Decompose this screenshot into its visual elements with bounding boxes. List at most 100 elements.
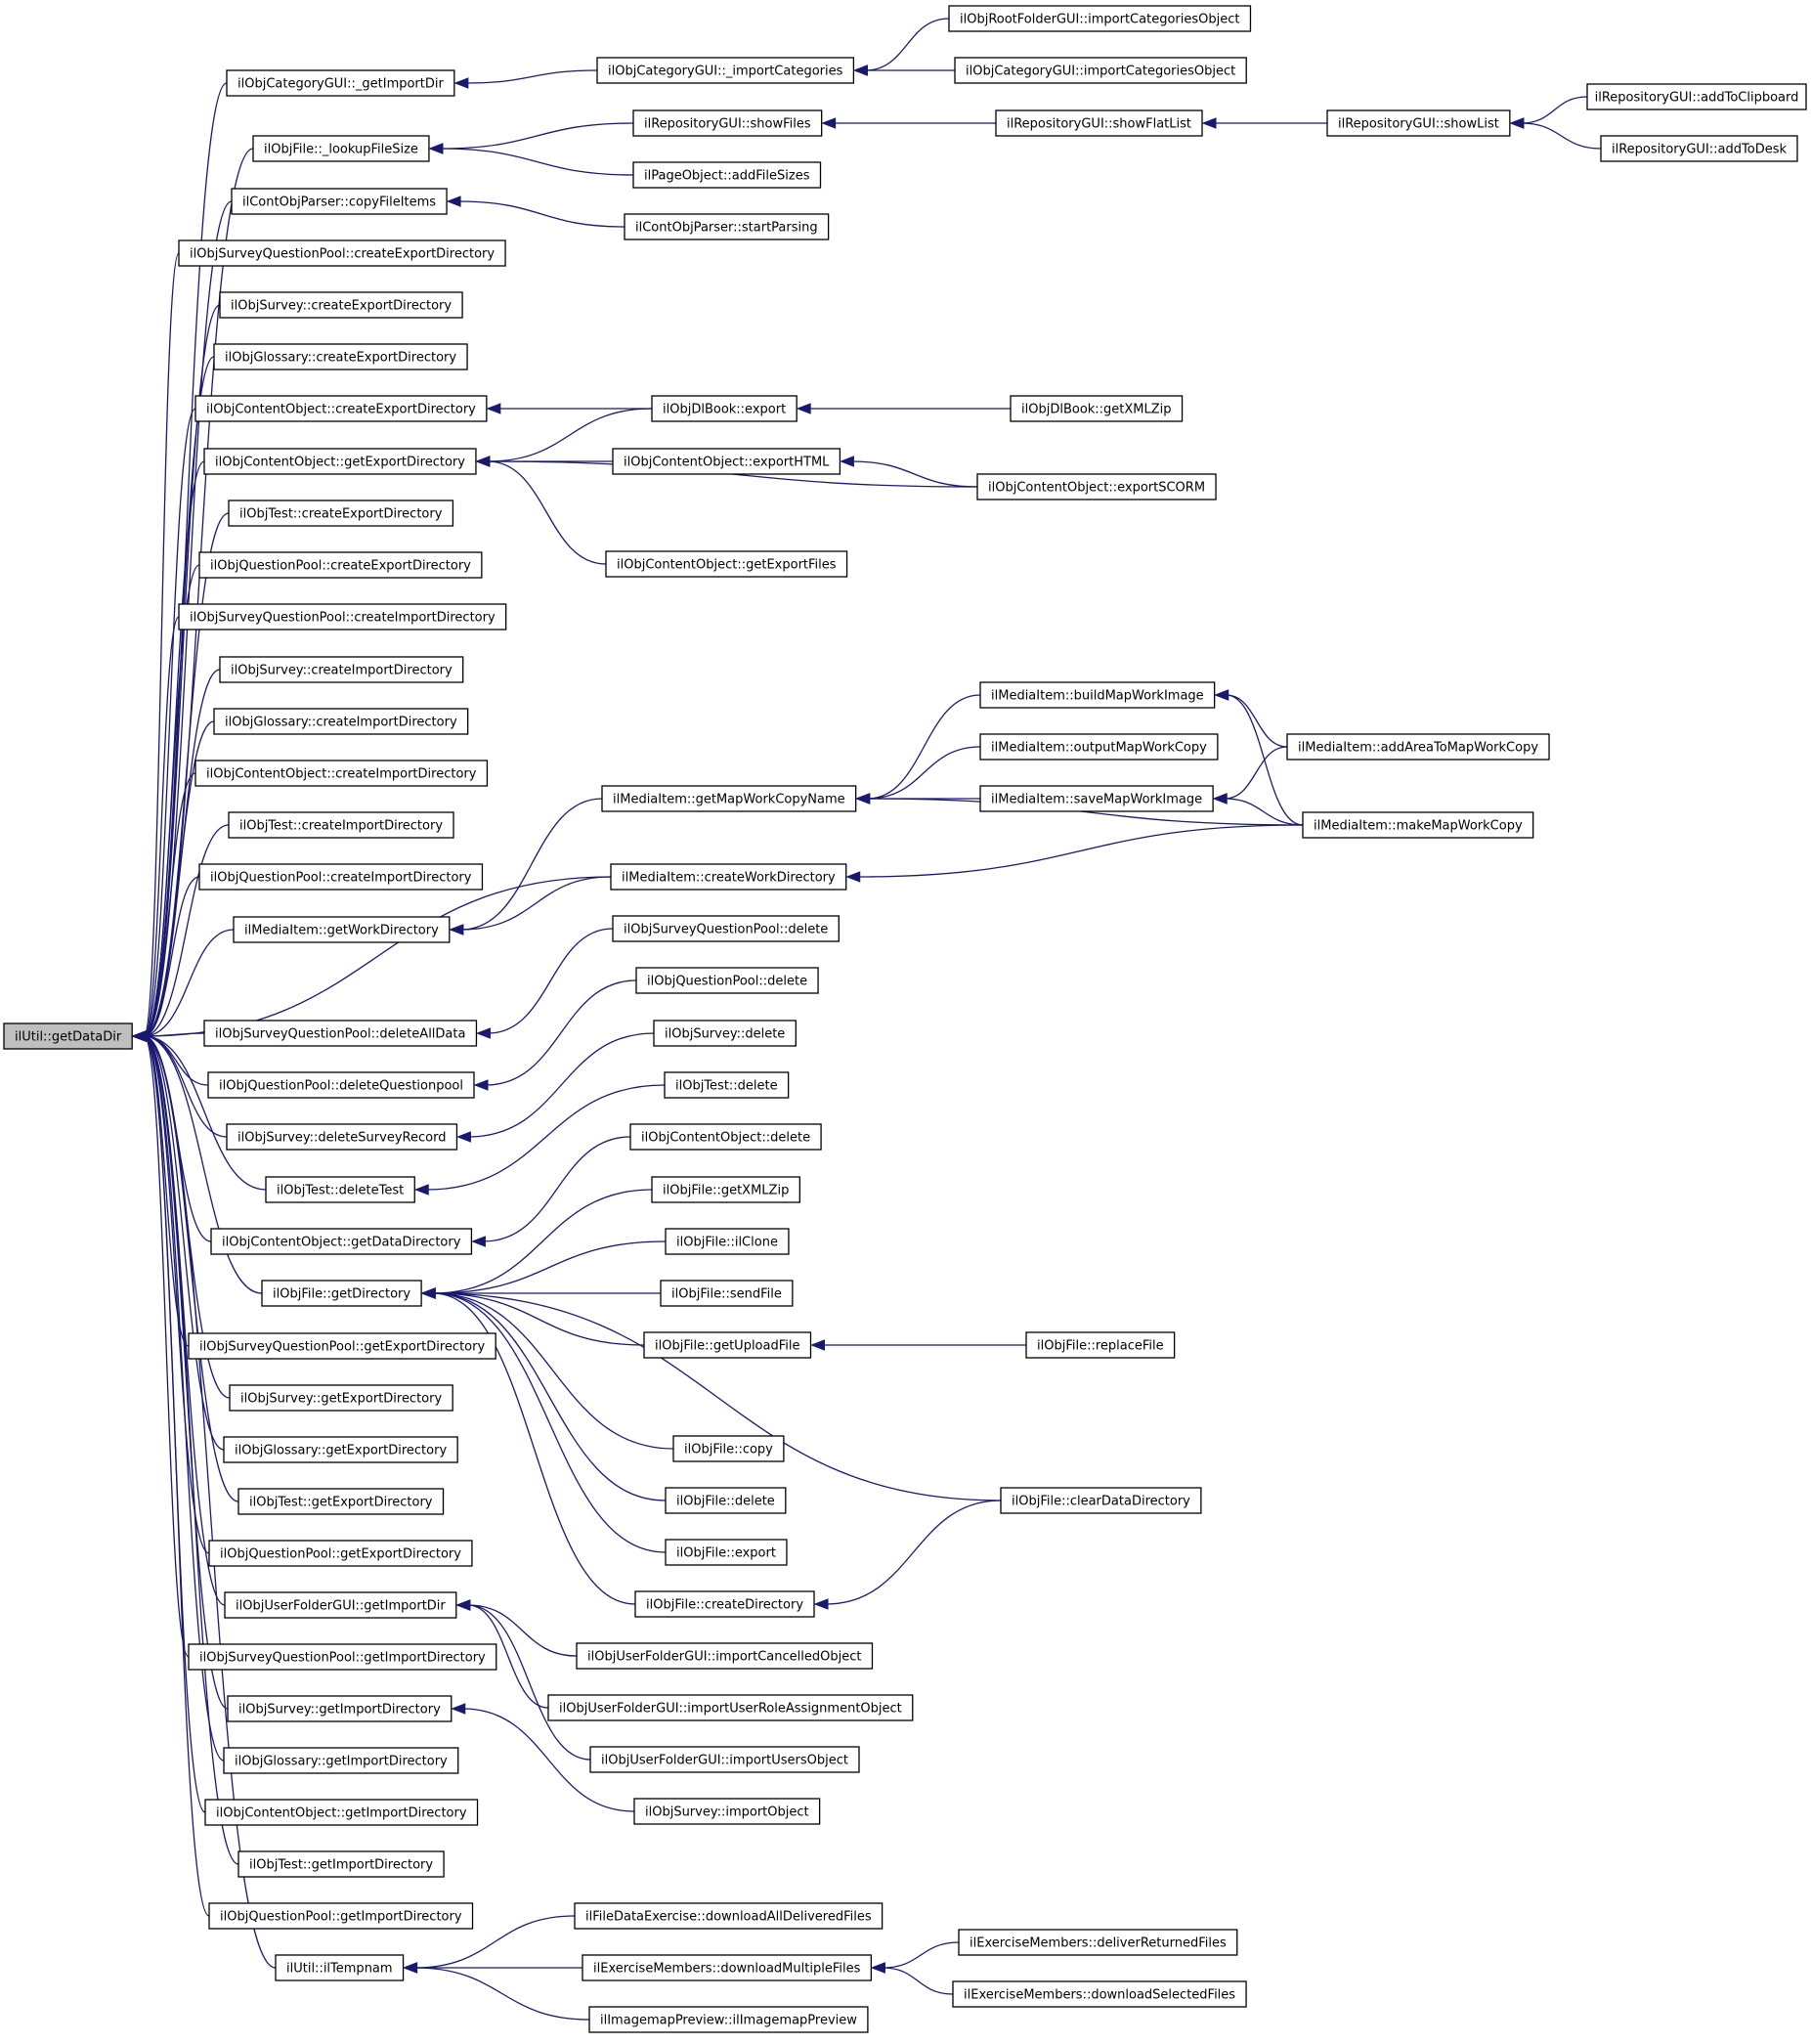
node-survey-create-export[interactable]: ilObjSurvey::createExportDirectory (219, 291, 463, 319)
node-file-il-clone[interactable]: ilObjFile::ilClone (665, 1228, 790, 1255)
node-img-preview[interactable]: ilImagemapPreview::ilImagemapPreview (588, 2006, 869, 2033)
node-repo-add-to-desk[interactable]: ilRepositoryGUI::addToDesk (1600, 135, 1798, 162)
node-label: ilObjContentObject::getDataDirectory (222, 1236, 461, 1250)
node-em-download-selected[interactable]: ilExerciseMembers::downloadSelectedFiles (952, 1980, 1247, 2008)
node-glossary-create-import[interactable]: ilObjGlossary::createImportDirectory (213, 708, 469, 735)
node-test-delete-test[interactable]: ilObjTest::deleteTest (265, 1176, 415, 1203)
node-root-folder-import-cat[interactable]: ilObjRootFolderGUI::importCategoriesObje… (948, 5, 1252, 32)
node-mi-get-map-work-copy-name[interactable]: ilMediaItem::getMapWorkCopyName (601, 785, 857, 812)
node-cat-get-import-dir[interactable]: ilObjCategoryGUI::_getImportDir (226, 69, 455, 97)
node-util-tempnam[interactable]: ilUtil::ilTempnam (275, 1954, 405, 1981)
node-sqp-create-export[interactable]: ilObjSurveyQuestionPool::createExportDir… (178, 239, 506, 267)
node-sqp-create-import[interactable]: ilObjSurveyQuestionPool::createImportDir… (178, 603, 507, 631)
node-label: ilObjContentObject::exportSCORM (988, 481, 1205, 496)
node-root[interactable]: ilUtil::getDataDir (3, 1022, 133, 1050)
node-mi-get-work-dir[interactable]: ilMediaItem::getWorkDirectory (233, 916, 451, 943)
node-repo-show-list[interactable]: ilRepositoryGUI::showList (1326, 109, 1511, 137)
node-test-delete[interactable]: ilObjTest::delete (664, 1071, 790, 1099)
node-file-get-upload-file[interactable]: ilObjFile::getUploadFile (643, 1331, 812, 1359)
node-file-lookup-size[interactable]: ilObjFile::_lookupFileSize (252, 135, 430, 162)
node-co-get-export-dir[interactable]: ilObjContentObject::getExportDirectory (203, 448, 477, 475)
node-file-clear-data-dir[interactable]: ilObjFile::clearDataDirectory (1000, 1487, 1202, 1514)
node-qp-create-import[interactable]: ilObjQuestionPool::createImportDirectory (198, 863, 484, 891)
node-survey-get-export[interactable]: ilObjSurvey::getExportDirectory (229, 1384, 453, 1412)
node-sqp-get-import[interactable]: ilObjSurveyQuestionPool::getImportDirect… (188, 1643, 497, 1671)
node-dlbook-export[interactable]: ilObjDlBook::export (651, 395, 798, 422)
node-file-send-file[interactable]: ilObjFile::sendFile (660, 1280, 794, 1307)
edge-img-preview-to-util-tempnam (403, 1962, 590, 2021)
node-co-delete[interactable]: ilObjContentObject::delete (629, 1123, 822, 1151)
node-repo-show-flat-list[interactable]: ilRepositoryGUI::showFlatList (995, 109, 1203, 137)
node-co-get-export-files[interactable]: ilObjContentObject::getExportFiles (605, 550, 848, 578)
node-label: ilObjFile::export (676, 1546, 776, 1561)
node-cont-start-parsing[interactable]: ilContObjParser::startParsing (624, 213, 830, 240)
node-co-get-data-dir[interactable]: ilObjContentObject::getDataDirectory (210, 1228, 473, 1255)
node-mi-build-map-work-image[interactable]: ilMediaItem::buildMapWorkImage (979, 681, 1216, 709)
node-co-get-import[interactable]: ilObjContentObject::getImportDirectory (204, 1799, 479, 1826)
node-file-get-xmlzip[interactable]: ilObjFile::getXMLZip (651, 1176, 800, 1203)
node-glossary-get-import[interactable]: ilObjGlossary::getImportDirectory (223, 1747, 459, 1774)
node-file-delete[interactable]: ilObjFile::delete (665, 1487, 787, 1514)
node-test-create-export[interactable]: ilObjTest::createExportDirectory (228, 500, 454, 527)
node-mi-create-work-dir[interactable]: ilMediaItem::createWorkDirectory (610, 863, 847, 891)
node-qp-get-import[interactable]: ilObjQuestionPool::getImportDirectory (208, 1902, 474, 1930)
node-dlbook-get-xmlzip[interactable]: ilObjDlBook::getXMLZip (1010, 395, 1184, 422)
node-uf-import-users[interactable]: ilObjUserFolderGUI::importUsersObject (589, 1746, 860, 1773)
node-test-get-import[interactable]: ilObjTest::getImportDirectory (237, 1850, 445, 1878)
edge-line (883, 1967, 954, 1995)
node-mi-make-map-work-copy[interactable]: ilMediaItem::makeMapWorkCopy (1302, 811, 1534, 839)
node-survey-create-import[interactable]: ilObjSurvey::createImportDirectory (219, 656, 464, 683)
node-co-export-html[interactable]: ilObjContentObject::exportHTML (612, 448, 841, 475)
edge-line (414, 1967, 590, 2021)
node-co-create-export[interactable]: ilObjContentObject::createExportDirector… (194, 395, 488, 422)
node-label: ilObjQuestionPool::createImportDirectory (210, 871, 472, 886)
node-uf-import-cancelled[interactable]: ilObjUserFolderGUI::importCancelledObjec… (576, 1642, 874, 1670)
node-glossary-get-export[interactable]: ilObjGlossary::getExportDirectory (223, 1436, 458, 1463)
node-glossary-create-export[interactable]: ilObjGlossary::createExportDirectory (213, 343, 468, 370)
node-file-export[interactable]: ilObjFile::export (665, 1539, 788, 1566)
node-mi-output-map-work-copy[interactable]: ilMediaItem::outputMapWorkCopy (979, 733, 1219, 761)
node-sqp-delete[interactable]: ilObjSurveyQuestionPool::delete (612, 915, 840, 942)
node-sqp-delete-all-data[interactable]: ilObjSurveyQuestionPool::deleteAllData (203, 1020, 478, 1047)
node-file-copy[interactable]: ilObjFile::copy (672, 1435, 785, 1462)
node-co-create-import[interactable]: ilObjContentObject::createImportDirector… (194, 760, 489, 787)
node-label: ilObjCategoryGUI::importCategoriesObject (966, 65, 1235, 79)
node-survey-import-object[interactable]: ilObjSurvey::importObject (633, 1798, 821, 1825)
edge-file-replace-file-to-file-get-upload-file (810, 1339, 1027, 1351)
node-cat-import-categories[interactable]: ilObjCategoryGUI::_importCategories (596, 57, 855, 84)
node-cat-import-categories-object[interactable]: ilObjCategoryGUI::importCategoriesObject (954, 57, 1247, 84)
node-page-add-file-sizes[interactable]: ilPageObject::addFileSizes (632, 161, 822, 189)
node-file-create-dir[interactable]: ilObjFile::createDirectory (634, 1590, 815, 1618)
node-qp-create-export[interactable]: ilObjQuestionPool::createExportDirectory (198, 551, 483, 579)
node-box (633, 1798, 821, 1825)
node-qp-delete-questionpool[interactable]: ilObjQuestionPool::deleteQuestionpool (207, 1071, 475, 1099)
node-qp-get-export[interactable]: ilObjQuestionPool::getExportDirectory (208, 1540, 473, 1567)
node-em-download-multiple[interactable]: ilExerciseMembers::downloadMultipleFiles (582, 1954, 873, 1981)
edge-em-download-multiple-to-util-tempnam (403, 1962, 583, 1974)
node-survey-delete-record[interactable]: ilObjSurvey::deleteSurveyRecord (226, 1123, 458, 1151)
node-file-replace-file[interactable]: ilObjFile::replaceFile (1025, 1331, 1176, 1359)
node-survey-delete[interactable]: ilObjSurvey::delete (653, 1020, 797, 1047)
node-file-get-directory[interactable]: ilObjFile::getDirectory (261, 1280, 422, 1307)
node-survey-get-import[interactable]: ilObjSurvey::getImportDirectory (227, 1695, 453, 1722)
node-repo-add-to-clipboard[interactable]: ilRepositoryGUI::addToClipboard (1586, 83, 1807, 110)
node-mi-save-map-work-image[interactable]: ilMediaItem::saveMapWorkImage (979, 785, 1214, 812)
node-uf-get-import-dir[interactable]: ilObjUserFolderGUI::getImportDir (224, 1591, 457, 1619)
node-test-get-export[interactable]: ilObjTest::getExportDirectory (237, 1488, 445, 1515)
node-co-export-scorm[interactable]: ilObjContentObject::exportSCORM (976, 473, 1217, 500)
node-repo-show-files[interactable]: ilRepositoryGUI::showFiles (632, 109, 823, 137)
node-qp-delete[interactable]: ilObjQuestionPool::delete (635, 967, 819, 994)
node-em-deliver-returned[interactable]: ilExerciseMembers::deliverReturnedFiles (958, 1929, 1238, 1956)
node-label: ilObjTest::createExportDirectory (239, 507, 443, 522)
node-label: ilUtil::getDataDir (15, 1030, 122, 1045)
node-sqp-get-export[interactable]: ilObjSurveyQuestionPool::getExportDirect… (188, 1332, 496, 1360)
edge-page-add-file-sizes-to-file-lookup-size (428, 143, 634, 176)
node-box (227, 1695, 453, 1722)
node-test-create-import[interactable]: ilObjTest::createImportDirectory (228, 811, 454, 839)
node-fde-download-all[interactable]: ilFileDataExercise::downloadAllDelivered… (574, 1902, 884, 1930)
node-mi-add-area-to-map-work-copy[interactable]: ilMediaItem::addAreaToMapWorkCopy (1286, 733, 1550, 761)
node-box (588, 2006, 869, 2033)
node-uf-import-user-role[interactable]: ilObjUserFolderGUI::importUserRoleAssign… (547, 1694, 914, 1721)
node-box (665, 1539, 788, 1566)
node-cont-copy-file-items[interactable]: ilContObjParser::copyFileItems (231, 188, 448, 215)
